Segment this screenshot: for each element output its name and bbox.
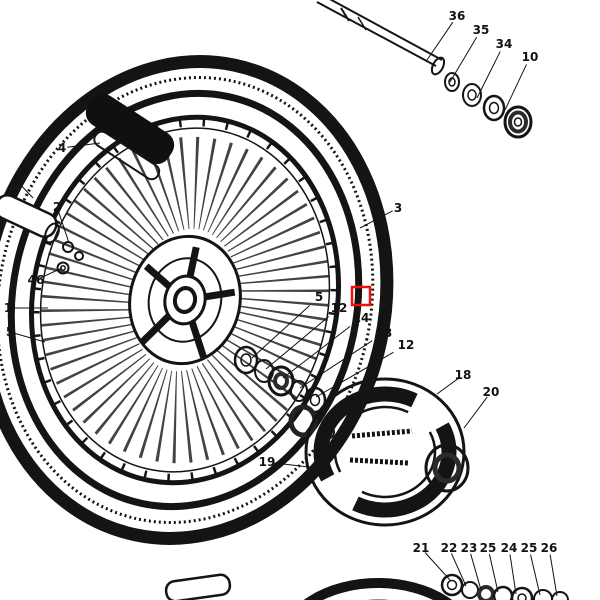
leader-line-24 (509, 554, 517, 595)
part-label-9: 9 (13, 174, 21, 188)
part-label-46: 46 (28, 273, 45, 287)
part-label-19: 19 (259, 455, 276, 469)
part-label-14: 14 (353, 311, 370, 325)
leader-line-46 (39, 267, 63, 279)
leader-line-22 (450, 553, 467, 587)
part-label-13: 13 (376, 326, 393, 340)
leader-line-3 (359, 210, 393, 229)
leader-line-25 (488, 554, 499, 593)
leader-line-26 (549, 554, 558, 597)
leader-line-20 (463, 396, 488, 429)
part-label-1: 1 (4, 301, 12, 315)
part-label-20: 20 (483, 385, 500, 399)
part-label-25: 25 (480, 541, 497, 555)
part-label-5: 5 (6, 325, 14, 339)
part-label-10: 10 (522, 50, 539, 64)
part-label-22: 22 (441, 541, 458, 555)
leader-line-19 (273, 462, 318, 469)
part-label-5: 5 (315, 290, 323, 304)
leader-line-9 (18, 183, 34, 199)
part-label-35: 35 (473, 23, 490, 37)
wheel (0, 55, 394, 545)
part-label-23: 23 (461, 541, 478, 555)
leader-line-36 (426, 21, 454, 61)
leader-line-10 (504, 64, 527, 111)
part-label-21: 21 (413, 541, 430, 555)
leader-line-34 (476, 51, 501, 99)
leader-line-13 (299, 340, 373, 389)
axle-washers-and-bearing (444, 72, 533, 139)
leader-line-23 (470, 553, 482, 591)
part-label-18: 18 (455, 368, 472, 382)
leader-line-12 (265, 316, 330, 370)
left-spacer-tube (0, 193, 84, 275)
brake-shoe-assembly (304, 377, 470, 527)
rim-flap (85, 93, 175, 181)
wheel-spokes (40, 136, 330, 464)
part-label-12: 12 (398, 338, 415, 352)
leader-line-2 (58, 211, 70, 244)
leader-line-35 (449, 37, 478, 83)
hub-spacer-cluster (233, 345, 327, 438)
part-label-3: 3 (394, 201, 402, 215)
part-label-36: 36 (449, 9, 466, 23)
leader-line-5 (251, 305, 310, 359)
part-label-12: 12 (331, 301, 348, 315)
leader-line-14 (282, 326, 351, 379)
leader-line-5 (14, 332, 46, 343)
part-label-25: 25 (521, 541, 538, 555)
part-label-2: 2 (53, 200, 61, 214)
leader-line-21 (424, 552, 451, 581)
leader-line-4 (67, 142, 101, 148)
axle-shaft (316, 0, 446, 76)
bottom-parts (164, 573, 569, 600)
part-label-24: 24 (501, 541, 518, 555)
leader-line-25 (530, 554, 541, 596)
leader-line-12 (315, 351, 394, 398)
highlight-box (350, 285, 372, 307)
part-label-4: 4 (58, 141, 66, 155)
part-label-34: 34 (496, 37, 513, 51)
brake-cam (424, 443, 470, 493)
leader-line-18 (436, 377, 460, 395)
part-label-26: 26 (541, 541, 558, 555)
